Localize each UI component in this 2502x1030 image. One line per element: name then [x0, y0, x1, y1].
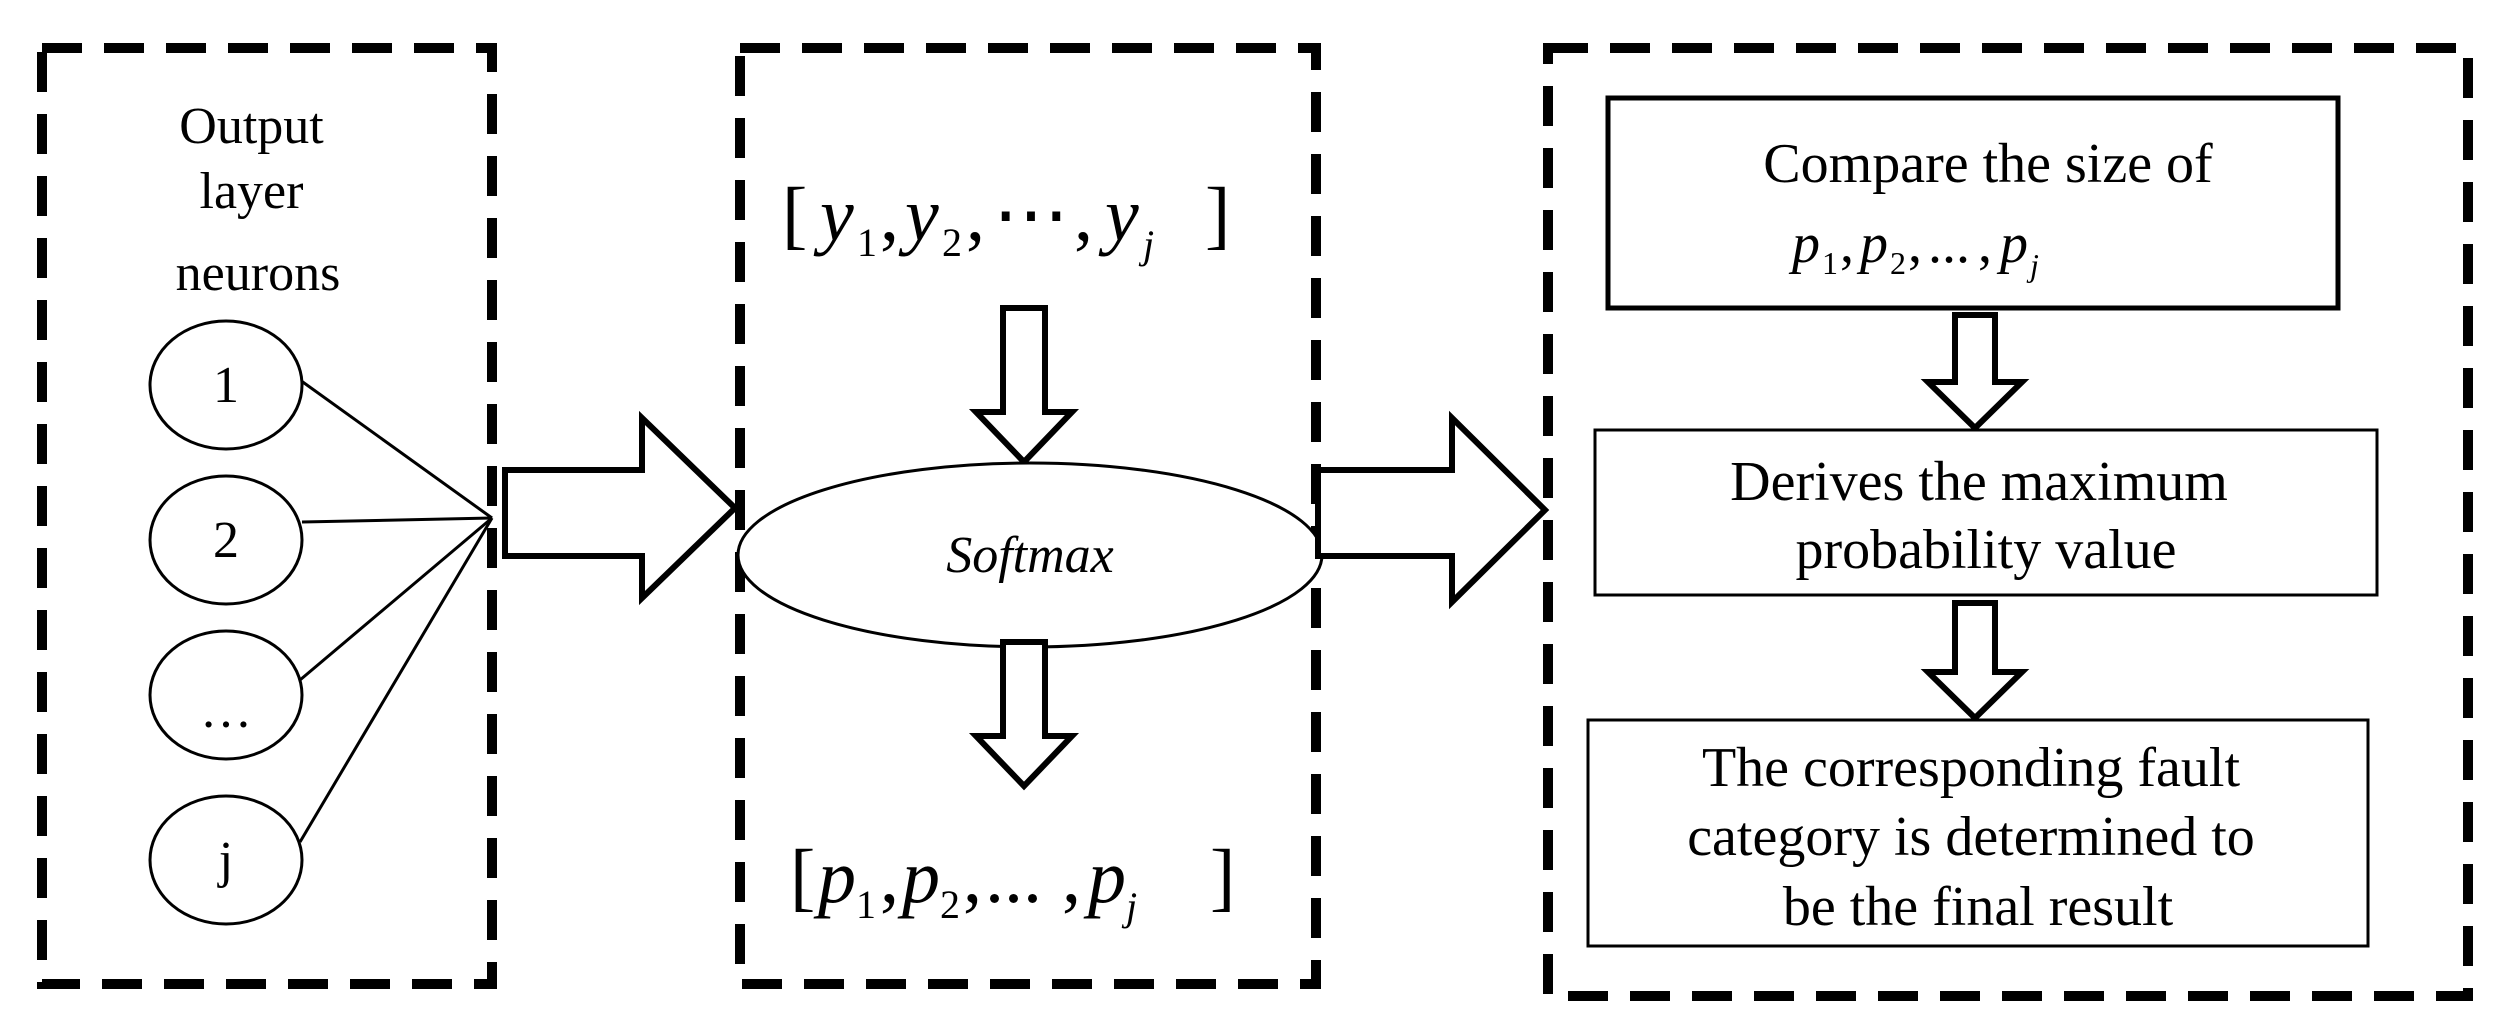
- neuron-title-line-1: Output: [179, 98, 324, 155]
- arrow-down-to-softmax: [968, 305, 1080, 467]
- neuron-ellipsis: …: [148, 629, 304, 761]
- arrow-to-decision: [1315, 410, 1550, 610]
- panel-output-layer: [37, 43, 497, 989]
- step-result-text: The corresponding fault category is dete…: [1687, 737, 2269, 938]
- neuron-1-label: 1: [213, 357, 239, 414]
- step-result-box: The corresponding fault category is dete…: [1586, 718, 2370, 948]
- neuron-title-line-3: neurons: [176, 245, 341, 302]
- step-compare-text: Compare the size of: [1763, 133, 2213, 195]
- output-vector: [ p 1 , p 2 , ... , p j ]: [790, 835, 1235, 937]
- neuron-j-label: j: [217, 832, 233, 889]
- step-compare-box: Compare the size of p 1 , p 2 , ... , p …: [1605, 95, 2341, 311]
- step-max-text: Derives the maximum probability value: [1730, 451, 2242, 581]
- neuron-1: 1: [148, 319, 304, 451]
- arrow-down-step-1: [1920, 312, 2030, 433]
- neuron-title: Output layer neurons: [176, 98, 341, 302]
- step-max-box: Derives the maximum probability value: [1593, 428, 2379, 597]
- neuron-title-line-2: layer: [200, 163, 304, 220]
- neuron-2-label: 2: [213, 512, 239, 569]
- neuron-j: j: [148, 794, 304, 926]
- neuron-connections: [298, 378, 494, 843]
- arrow-to-softmax: [502, 410, 740, 606]
- arrow-down-from-softmax: [968, 639, 1080, 791]
- input-vector: [ y 1 , y 2 , ⋯ , y j ]: [782, 173, 1230, 275]
- step-compare-math: p 1 , p 2 , ... , p j: [1788, 213, 2042, 287]
- neuron-ellipsis-label: …: [200, 682, 252, 739]
- panel-softmax: [735, 43, 1321, 989]
- panel-decision: [1543, 43, 2473, 1001]
- neuron-2: 2: [148, 474, 304, 606]
- softmax-label: Softmax: [946, 527, 1114, 584]
- arrow-down-step-2: [1920, 600, 2030, 723]
- softmax-node: Softmax: [736, 461, 1324, 649]
